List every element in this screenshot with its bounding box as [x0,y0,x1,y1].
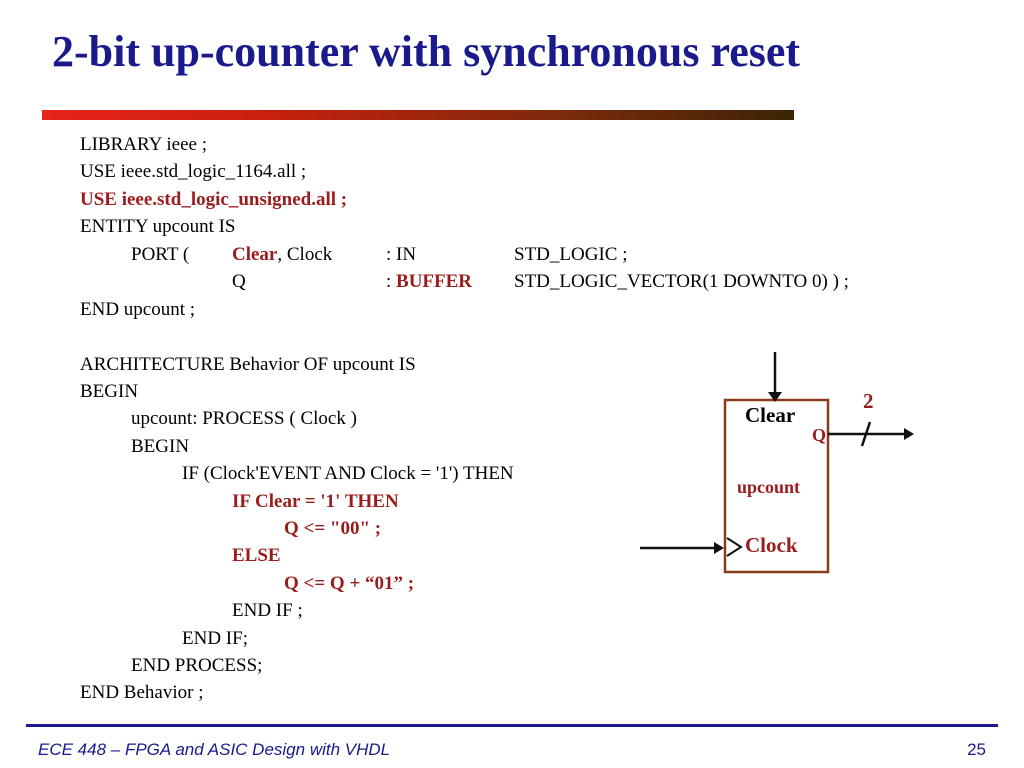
upcount-block [723,398,830,574]
code-line-highlighted: IF Clear = '1' THEN [232,491,399,512]
code-line: BEGIN [131,436,190,457]
block-name-label: upcount [737,477,801,497]
code-line-highlighted: USE ieee.std_logic_unsigned.all ; [80,189,348,210]
code-port-mode: : IN [386,244,417,265]
clock-port-label: Clock [745,533,798,557]
code-port-keyword: PORT ( [131,244,190,265]
footer-course-title: ECE 448 – FPGA and ASIC Design with VHDL [38,740,391,759]
code-line: upcount: PROCESS ( Clock ) [131,408,357,429]
title-underline-bar [42,110,794,120]
clear-arrowhead [768,392,782,402]
clock-edge-symbol [726,537,743,557]
code-port-names: Q [232,271,246,292]
code-line: IF (Clock'EVENT AND Clock = '1') THEN [182,463,514,484]
bus-width-label: 2 [863,389,874,413]
clear-port-label: Clear [745,403,796,427]
code-line: END IF ; [232,600,303,621]
slide-title: 2-bit up-counter with synchronous reset [52,27,801,76]
q-arrowhead [904,428,914,440]
mode-colon: : [386,271,397,292]
code-port-type: STD_LOGIC_VECTOR(1 DOWNTO 0) ) ; [514,271,849,292]
code-line: ARCHITECTURE Behavior OF upcount IS [80,354,416,375]
code-line-highlighted: ELSE [232,545,281,566]
code-line: END Behavior ; [80,682,204,703]
code-port-names: Clear, Clock [232,244,332,266]
bus-width-slash [860,421,872,447]
code-line: USE ieee.std_logic_1164.all ; [80,161,307,182]
clock-arrowhead [714,542,724,554]
clear-port-name: Clear [232,244,278,265]
code-port-mode: : BUFFER [386,271,472,293]
buffer-keyword: BUFFER [396,271,473,292]
code-line-highlighted: Q <= Q + “01” ; [284,573,415,594]
code-line: END IF; [182,628,248,649]
code-line: LIBRARY ieee ; [80,134,207,155]
footer-divider [26,724,998,727]
code-line: END upcount ; [80,299,196,320]
slide-page-number: 25 [967,740,986,759]
code-line: BEGIN [80,381,139,402]
clock-port-name: , Clock [277,244,333,265]
code-line: ENTITY upcount IS [80,216,236,237]
q-port-label: Q [812,425,827,445]
code-line: END PROCESS; [131,655,263,676]
code-line-highlighted: Q <= "00" ; [284,518,382,539]
code-port-type: STD_LOGIC ; [514,244,628,265]
